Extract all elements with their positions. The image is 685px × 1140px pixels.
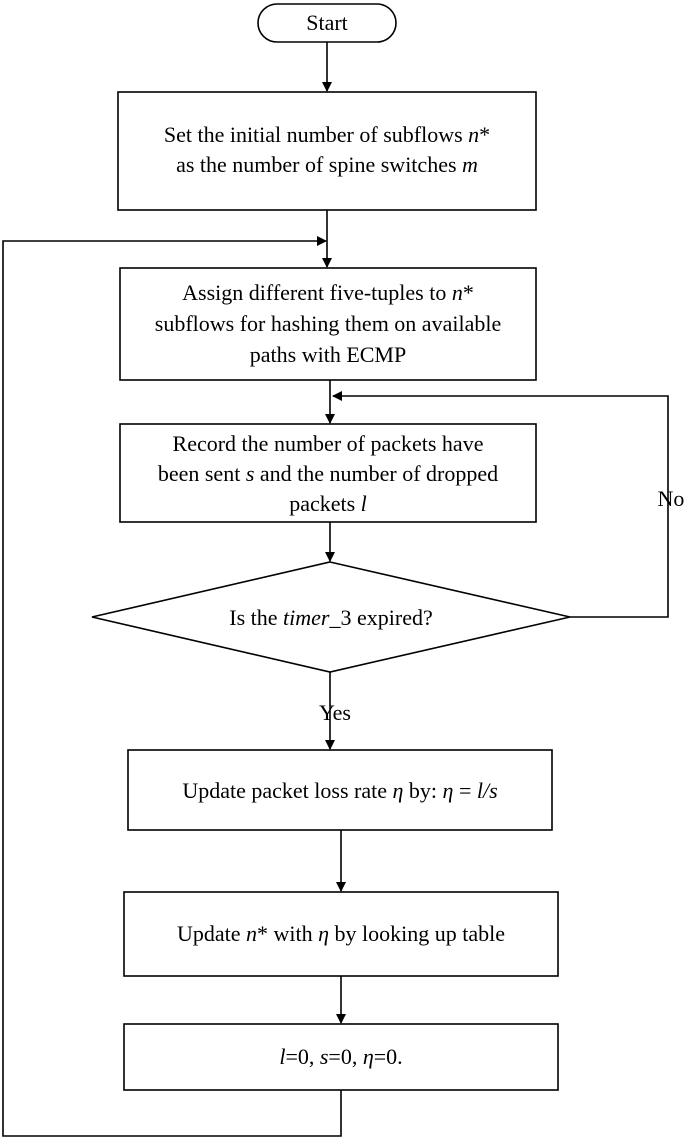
step2-box	[119, 267, 537, 381]
step3-line3: packets l	[289, 491, 367, 516]
step4-box	[127, 749, 553, 831]
step3-line2: been sent s and the number of dropped	[158, 461, 498, 486]
step-update-loss-rate: Update packet loss rate η by: η = l/s	[127, 749, 553, 831]
step-update-subflows: Update n* with η by looking up table	[123, 891, 559, 977]
step-reset-counters: l=0, s=0, η=0.	[123, 1023, 559, 1091]
step1-line1: Set the initial number of subflows n*	[164, 122, 490, 147]
step6-box	[123, 1023, 559, 1091]
yes-label: Yes	[319, 700, 351, 725]
step3-box	[119, 423, 537, 523]
step-set-initial-subflows: Set the initial number of subflows n* as…	[117, 91, 537, 211]
step-record-packets: Record the number of packets have been s…	[119, 423, 537, 523]
decision-timer-expired: Is the timer_3 expired?	[91, 561, 571, 673]
step5-box	[123, 891, 559, 977]
step1-box	[117, 91, 537, 211]
no-label: No	[658, 486, 685, 511]
step2-line2: subflows for hashing them on available	[155, 311, 501, 336]
step2-line3: paths with ECMP	[250, 342, 406, 367]
start-terminal: Start	[257, 3, 397, 43]
decision-label: Is the timer_3 expired?	[229, 605, 432, 630]
step3-line1: Record the number of packets have	[173, 431, 484, 456]
step6-line1: l=0, s=0, η=0.	[279, 1044, 402, 1069]
start-label: Start	[306, 10, 348, 35]
step5-line1: Update n* with η by looking up table	[177, 921, 505, 946]
step4-line1: Update packet loss rate η by: η = l/s	[182, 778, 497, 803]
step-assign-five-tuples: Assign different five-tuples to n* subfl…	[119, 267, 537, 381]
arrow-reset-loop	[2, 236, 342, 1137]
arrow-decision-no-loop	[332, 391, 669, 618]
step2-line1: Assign different five-tuples to n*	[182, 280, 474, 305]
step1-line2: as the number of spine switches m	[176, 152, 478, 177]
